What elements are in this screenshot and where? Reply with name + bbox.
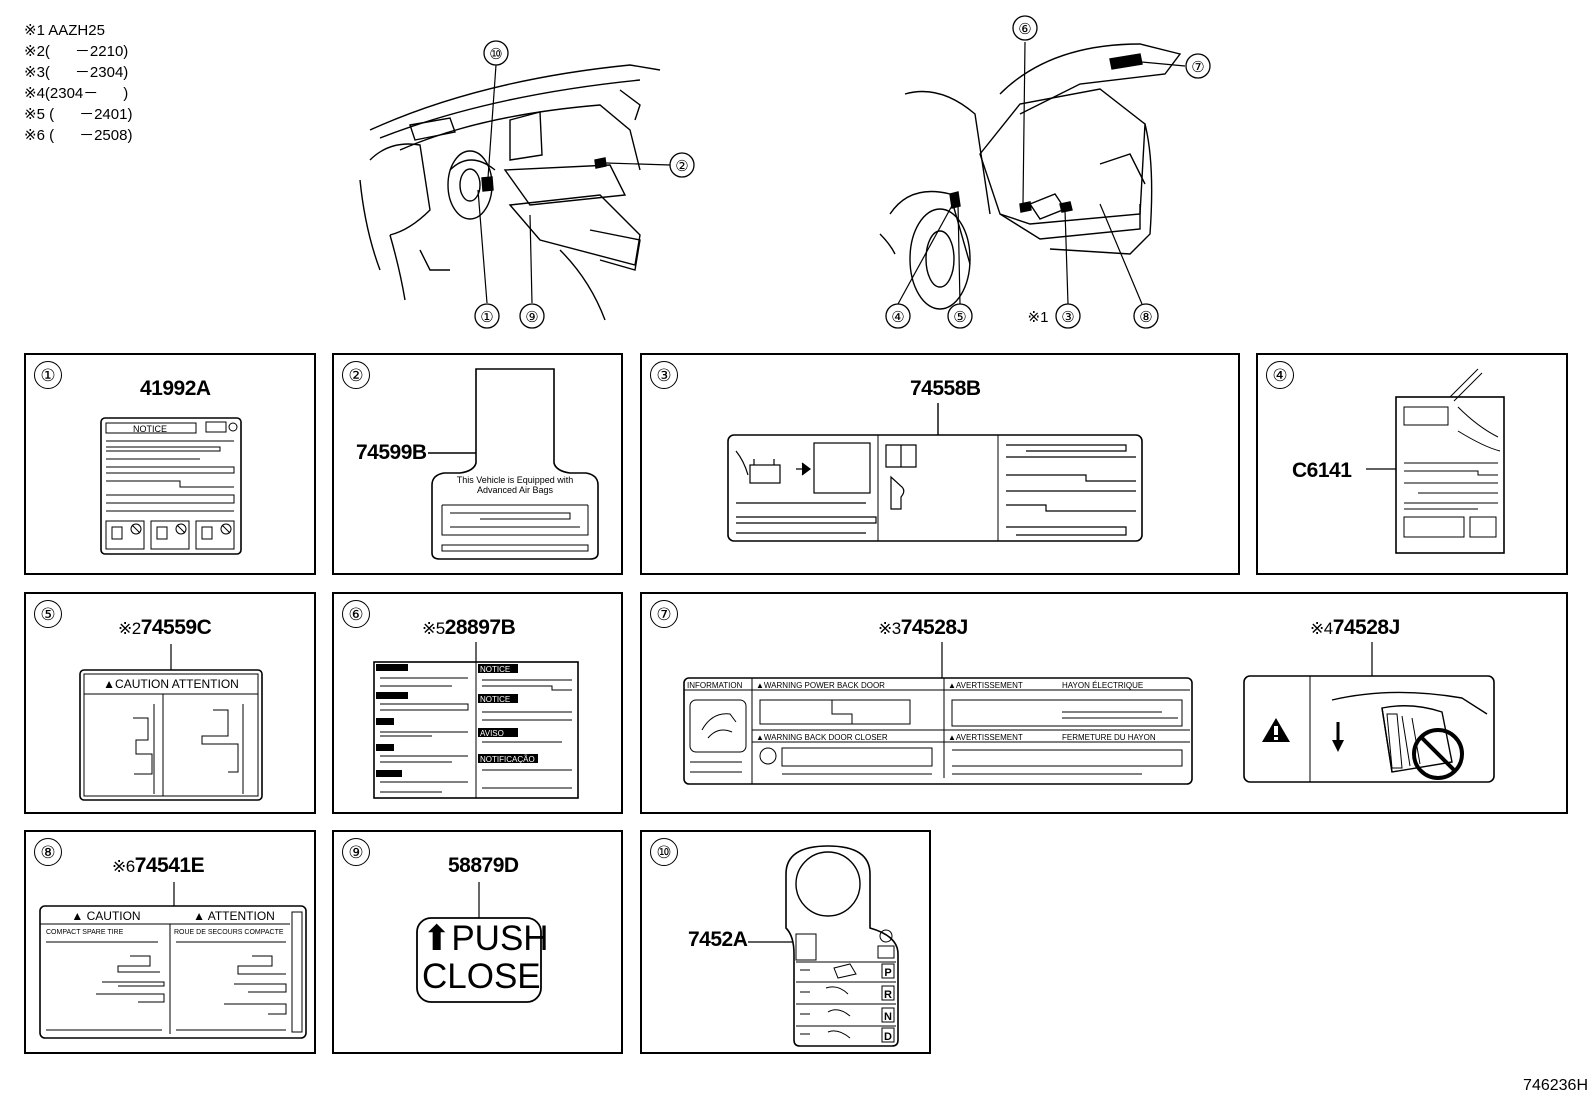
part-code-text: 74528J [900,616,969,639]
battery-label [727,403,1143,542]
part-code: ※274559C [118,616,212,640]
part-code-a: ※374528J [878,616,968,640]
part-code-text: 74559C [140,616,212,639]
multilang-label: NOTICE NOTICE AVISO NOTIFICAÇÃO [373,642,579,799]
callout-3-note: ※1 [1028,309,1049,326]
note-line: ※6 ( －2508) [24,127,133,144]
applicability-mark: ※5 [422,619,445,638]
part-code-text: 74541E [134,854,205,877]
caution-label: ▲CAUTION ATTENTION [79,644,263,801]
avert-1-right: HAYON ÉLECTRIQUE [1062,681,1143,690]
panel-number: ③ [650,361,678,389]
callout-1: ① [480,309,493,326]
avert-1: ▲AVERTISSEMENT [948,681,1023,690]
warning-back-door-closer: ▲WARNING BACK DOOR CLOSER [756,733,888,742]
power-back-door-label: INFORMATION ▲WARNING POWER BACK DOOR ▲AV… [683,642,1193,785]
tag-aviso: AVISO [480,729,504,738]
diagram-reference: 746236H [1523,1077,1588,1094]
avert-2: ▲AVERTISSEMENT [948,733,1023,742]
warning-power-back-door: ▲WARNING POWER BACK DOOR [756,681,885,690]
notice-title: NOTICE [133,424,167,434]
note-line: ※4(2304－ ) [24,85,129,102]
part-code-text: 74528J [1332,616,1401,639]
jack-label [1366,368,1505,554]
part-code: 74599B [356,441,427,464]
spare-tire-en: COMPACT SPARE TIRE [46,929,124,936]
part-code: ※528897B [422,616,516,640]
part-code: 7452A [688,928,748,951]
callout-8: ⑧ [1139,309,1152,326]
panel-1: ① 41992A NOTICE [24,353,316,575]
applicability-mark: ※3 [878,619,901,638]
panel-3: ③ 74558B [640,353,1240,575]
panel-10: ⑩ 7452A P R N D [640,830,931,1054]
callout-3: ③ [1061,309,1074,326]
note-line: ※1 AAZH25 [24,22,105,39]
push-close-label [416,882,542,1003]
panel-number: ⑧ [34,838,62,866]
applicability-mark: ※2 [118,619,141,638]
panel-number: ⑤ [34,600,62,628]
information-header: INFORMATION [687,681,743,690]
callout-2: ② [675,158,688,175]
close-text: CLOSE [422,957,541,996]
tag-notice-2: NOTICE [480,695,510,704]
tag-notificacao: NOTIFICAÇÃO [480,755,535,764]
panel-2: ② 74599B This Vehicle is Equipped with A… [332,353,623,575]
panel-9: ⑨ 58879D ⬆PUSH CLOSE [332,830,623,1054]
shift-hang-tag: P R N D [748,845,899,1047]
pinch-warning-label [1243,642,1495,783]
note-line: ※5 ( －2401) [24,106,133,123]
airbag-text: This Vehicle is Equipped with Advanced A… [456,475,574,495]
caution-title: ▲CAUTION ATTENTION [103,677,239,691]
panel-number: ④ [1266,361,1294,389]
part-code: C6141 [1292,459,1352,482]
applicability-notes: ※1 AAZH25 ※2( －2210) ※3( －2304) ※4(2304－… [24,20,132,146]
panel-number: ① [34,361,62,389]
notice-label: NOTICE [100,417,242,555]
callout-9: ⑨ [525,309,538,326]
panel-number: ⑦ [650,600,678,628]
panel-number: ⑩ [650,838,678,866]
note-line: ※2( －2210) [24,43,129,60]
gear-d: D [884,1031,892,1043]
applicability-mark: ※6 [112,857,135,876]
interior-illustration: ⑩ ② ① ⑨ [359,40,695,329]
spare-tire-fr: ROUE DE SECOURS COMPACTE [174,929,284,936]
part-code: 74558B [910,377,981,400]
caution-header: ▲ CAUTION [71,909,140,923]
part-code-text: 28897B [444,616,516,639]
panel-6: ⑥ ※528897B NOTICE NOTICE AVISO NOTIFICAÇ… [332,592,623,814]
rear-illustration: ⑥ ⑦ ④ ⑤ ※1 ③ ⑧ [879,15,1211,329]
applicability-mark: ※4 [1310,619,1333,638]
callout-5: ⑤ [953,309,966,326]
spare-tire-label: ▲ CAUTION ▲ ATTENTION COMPACT SPARE TIRE… [39,882,307,1039]
avert-2-right: FERMETURE DU HAYON [1062,733,1156,742]
attention-header: ▲ ATTENTION [193,909,275,923]
airbag-label: This Vehicle is Equipped with Advanced A… [428,368,599,560]
callout-6: ⑥ [1018,21,1031,38]
panel-number: ② [342,361,370,389]
gear-p: P [884,967,891,979]
part-code-b: ※474528J [1310,616,1400,640]
panel-8: ⑧ ※674541E ▲ CAUTION ▲ ATTENTION COMPACT… [24,830,316,1054]
panel-number: ⑥ [342,600,370,628]
callout-10: ⑩ [489,46,502,63]
part-code: 41992A [140,377,211,400]
panel-4: ④ C6141 [1256,353,1568,575]
panel-7: ⑦ ※374528J ※474528J INFORMATION ▲WARNING… [640,592,1568,814]
panel-number: ⑨ [342,838,370,866]
gear-n: N [884,1011,892,1023]
panel-5: ⑤ ※274559C ▲CAUTION ATTENTION [24,592,316,814]
callout-4: ④ [891,309,904,326]
part-code: ※674541E [112,854,205,878]
push-text: ⬆PUSH [422,919,549,958]
part-code: 58879D [448,854,519,877]
tag-notice-1: NOTICE [480,665,510,674]
gear-r: R [884,989,892,1001]
callout-7: ⑦ [1191,59,1204,76]
note-line: ※3( －2304) [24,64,129,81]
